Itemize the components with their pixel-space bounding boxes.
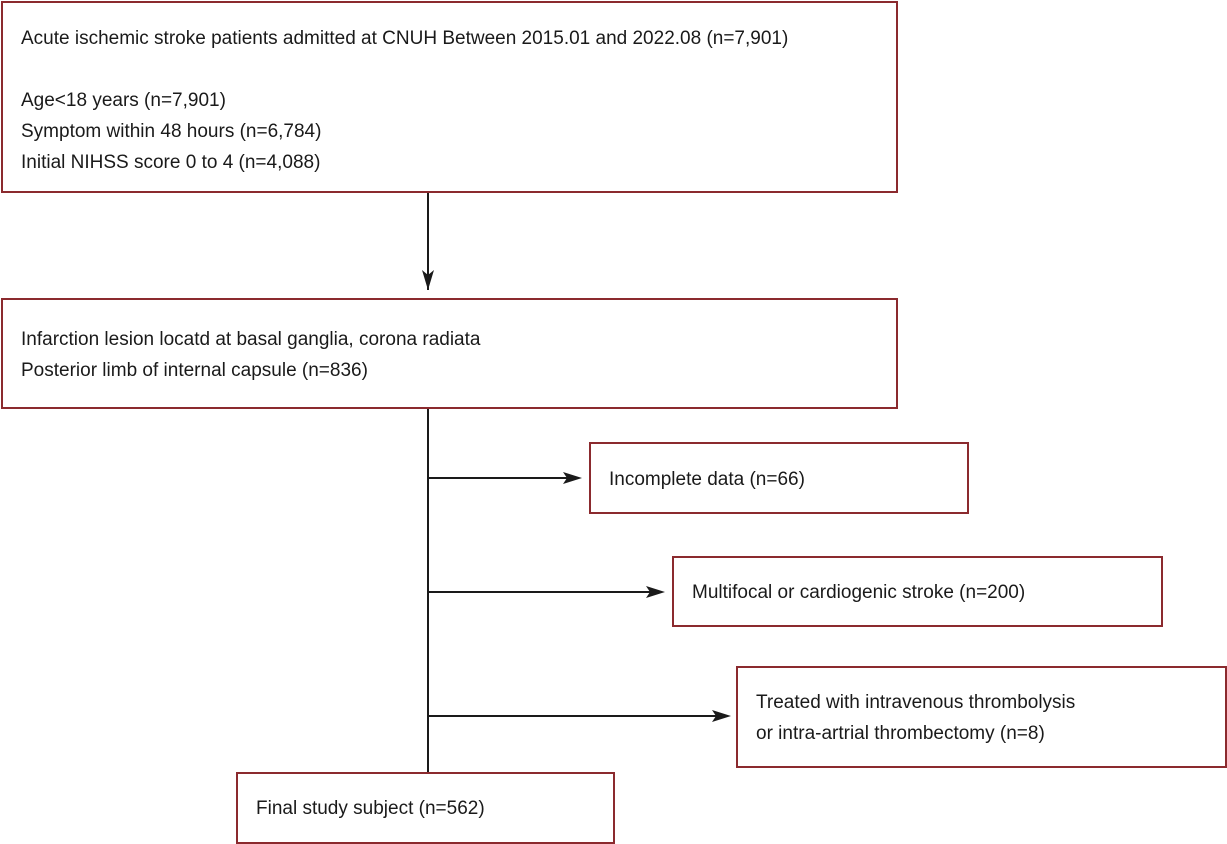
box2-line-2: Posterior limb of internal capsule (n=83…: [21, 360, 368, 381]
lesion-location-box: Infarction lesion locatd at basal gangli…: [1, 298, 898, 409]
box1-line-1: Acute ischemic stroke patients admitted …: [21, 28, 789, 49]
inclusion-criteria-box: Acute ischemic stroke patients admitted …: [1, 1, 898, 193]
exclusion3-line-2: or intra-artrial thrombectomy (n=8): [756, 723, 1045, 744]
arrowhead-exclusion1: [563, 472, 582, 484]
exclusion1-line-1: Incomplete data (n=66): [609, 469, 805, 490]
exclusion-multifocal-box: Multifocal or cardiogenic stroke (n=200): [672, 556, 1163, 627]
arrowhead-exclusion3: [712, 710, 731, 722]
exclusion-treated-box: Treated with intravenous thrombolysis or…: [736, 666, 1227, 768]
box1-spacer: [21, 54, 896, 85]
box1-line-2: Age<18 years (n=7,901): [21, 90, 226, 111]
box1-line-4: Initial NIHSS score 0 to 4 (n=4,088): [21, 152, 321, 173]
arrowhead-exclusion2: [646, 586, 665, 598]
exclusion2-line-1: Multifocal or cardiogenic stroke (n=200): [692, 582, 1026, 603]
arrowhead-box2: [422, 270, 434, 290]
exclusion-incomplete-data-box: Incomplete data (n=66): [589, 442, 969, 514]
box2-line-1: Infarction lesion locatd at basal gangli…: [21, 329, 481, 350]
exclusion3-line-1: Treated with intravenous thrombolysis: [756, 692, 1076, 713]
final-line-1: Final study subject (n=562): [256, 798, 485, 819]
box1-line-3: Symptom within 48 hours (n=6,784): [21, 121, 322, 142]
final-study-subject-box: Final study subject (n=562): [236, 772, 615, 844]
